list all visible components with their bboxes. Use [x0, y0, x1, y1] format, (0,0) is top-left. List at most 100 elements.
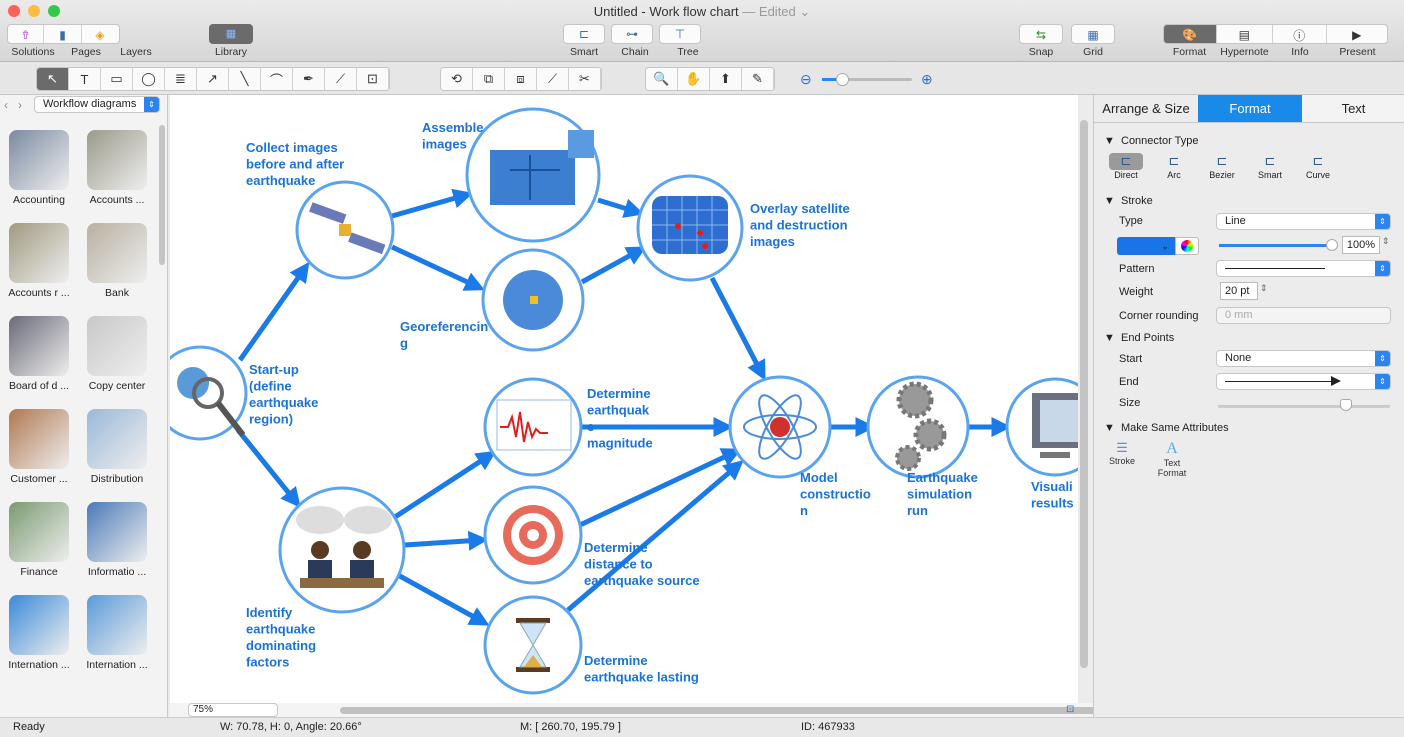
view-tool-2-icon[interactable]: ⬆ [710, 68, 742, 90]
stroke-color-picker[interactable]: ⌄ [1117, 237, 1175, 255]
library-scrollbar[interactable] [159, 125, 165, 265]
weight-field[interactable]: 20 pt [1220, 282, 1258, 300]
tab-format[interactable]: Format [1198, 95, 1302, 123]
connector-arrow[interactable] [236, 428, 301, 508]
library-category-select[interactable]: Workflow diagrams⇕ [34, 96, 160, 113]
zoom-level-select[interactable]: 75% [188, 703, 278, 717]
zoom-slider[interactable] [822, 73, 912, 86]
edit-tool-0-icon[interactable]: ⟲ [441, 68, 473, 90]
connector-arrow[interactable] [580, 246, 647, 285]
zoom-out-icon[interactable]: ⊖ [800, 71, 812, 87]
present-icon[interactable]: ▶ [1352, 28, 1362, 42]
edit-tool-3-icon[interactable]: ⟋ [537, 68, 569, 90]
pattern-select[interactable]: ⇕ [1216, 260, 1391, 277]
connector-arrow[interactable] [237, 261, 310, 362]
edit-tool-1-icon[interactable]: ⧉ [473, 68, 505, 90]
opacity-stepper[interactable]: ⇕ [1382, 236, 1390, 246]
connector-arrow[interactable] [393, 450, 497, 520]
connector-arrow[interactable] [578, 448, 742, 528]
tab-text[interactable]: Text [1302, 95, 1404, 123]
draw-tool-6-icon[interactable]: ╲ [229, 68, 261, 90]
node-assemble-puzzle[interactable] [465, 107, 601, 243]
horizontal-scrollbar[interactable] [340, 707, 1176, 714]
arrow-size-slider[interactable] [1218, 399, 1390, 411]
stroke-type-select[interactable]: Line⇕ [1216, 213, 1391, 230]
connector-arrow[interactable] [597, 197, 645, 218]
connector-arrow[interactable] [709, 276, 766, 381]
connector-smart-button[interactable]: ⊏Smart [1246, 153, 1294, 180]
node-visualize-monitor[interactable] [1005, 377, 1078, 477]
draw-tool-5-icon[interactable]: ↗ [197, 68, 229, 90]
node-distance-target[interactable] [483, 485, 583, 585]
zoom-in-icon[interactable]: ⊕ [921, 71, 933, 87]
draw-tool-2-icon[interactable]: ▭ [101, 68, 133, 90]
connector-arrow[interactable] [391, 188, 474, 219]
close-button[interactable] [8, 5, 20, 17]
view-tool-1-icon[interactable]: ✋ [678, 68, 710, 90]
connector-curve-button[interactable]: ⊏Curve [1294, 153, 1342, 180]
connector-arrow[interactable] [396, 572, 490, 626]
make-same-stroke-button[interactable]: ☰Stroke [1108, 440, 1135, 466]
format-icon[interactable]: 🎨 [1164, 25, 1217, 43]
edit-tool-4-icon[interactable]: ✂ [569, 68, 601, 90]
node-simulation-gears[interactable] [866, 375, 970, 479]
library-item[interactable]: Informatio ... [78, 492, 156, 585]
library-item[interactable]: Finance [0, 492, 78, 585]
node-lasting-hourglass[interactable] [483, 595, 583, 695]
forward-icon[interactable]: › [18, 98, 22, 112]
draw-tool-9-icon[interactable]: ⟋ [325, 68, 357, 90]
tree-icon[interactable]: ⊤ [659, 24, 701, 44]
zoom-button[interactable] [48, 5, 60, 17]
node-identify-people[interactable] [278, 486, 406, 614]
end-arrow-select[interactable]: ⇕ [1216, 373, 1391, 390]
library-item[interactable]: Board of d ... [0, 306, 78, 399]
library-item[interactable]: Internation ... [0, 585, 78, 678]
hypernote-icon[interactable]: ▤ [1217, 25, 1274, 43]
snap-button[interactable]: ⇆ [1019, 24, 1063, 44]
info-icon[interactable]: ⓘ [1273, 25, 1327, 43]
library-item[interactable]: Accounts ... [78, 120, 156, 213]
tab-arrange-size[interactable]: Arrange & Size [1094, 95, 1198, 123]
color-wheel-icon[interactable] [1175, 237, 1199, 255]
draw-tool-8-icon[interactable]: ✒ [293, 68, 325, 90]
weight-stepper[interactable]: ⇕ [1260, 283, 1268, 293]
solutions-icon[interactable]: ⇮ [8, 25, 44, 43]
node-magnitude[interactable] [483, 377, 583, 477]
edit-tool-2-icon[interactable]: ⧈ [505, 68, 537, 90]
opacity-slider[interactable] [1219, 239, 1338, 251]
connector-arrow[interactable] [390, 244, 485, 291]
node-overlay-map[interactable] [636, 174, 744, 282]
make-same-header[interactable]: ▼ Make Same Attributes [1104, 422, 1229, 434]
library-item[interactable]: Accounting [0, 120, 78, 213]
connector-direct-button[interactable]: ⊏Direct [1102, 153, 1150, 180]
draw-tool-0-icon[interactable]: ↖ [37, 68, 69, 90]
library-item[interactable]: Accounts r ... [0, 213, 78, 306]
connector-arrow[interactable] [566, 460, 744, 612]
minimize-button[interactable] [28, 5, 40, 17]
connector-arc-button[interactable]: ⊏Arc [1150, 153, 1198, 180]
opacity-field[interactable]: 100% [1342, 236, 1380, 254]
connector-arrow[interactable] [404, 530, 489, 551]
library-button[interactable]: ▦ [209, 24, 253, 44]
node-georeferencing[interactable] [481, 248, 585, 352]
end-points-header[interactable]: ▼ End Points [1104, 332, 1175, 344]
draw-tool-3-icon[interactable]: ◯ [133, 68, 165, 90]
vertical-scrollbar[interactable] [1080, 120, 1088, 668]
view-tool-3-icon[interactable]: ✎ [742, 68, 774, 90]
back-icon[interactable]: ‹ [4, 98, 8, 112]
draw-tool-4-icon[interactable]: ≣ [165, 68, 197, 90]
node-model-atom[interactable] [728, 375, 832, 479]
view-tool-0-icon[interactable]: 🔍 [646, 68, 678, 90]
